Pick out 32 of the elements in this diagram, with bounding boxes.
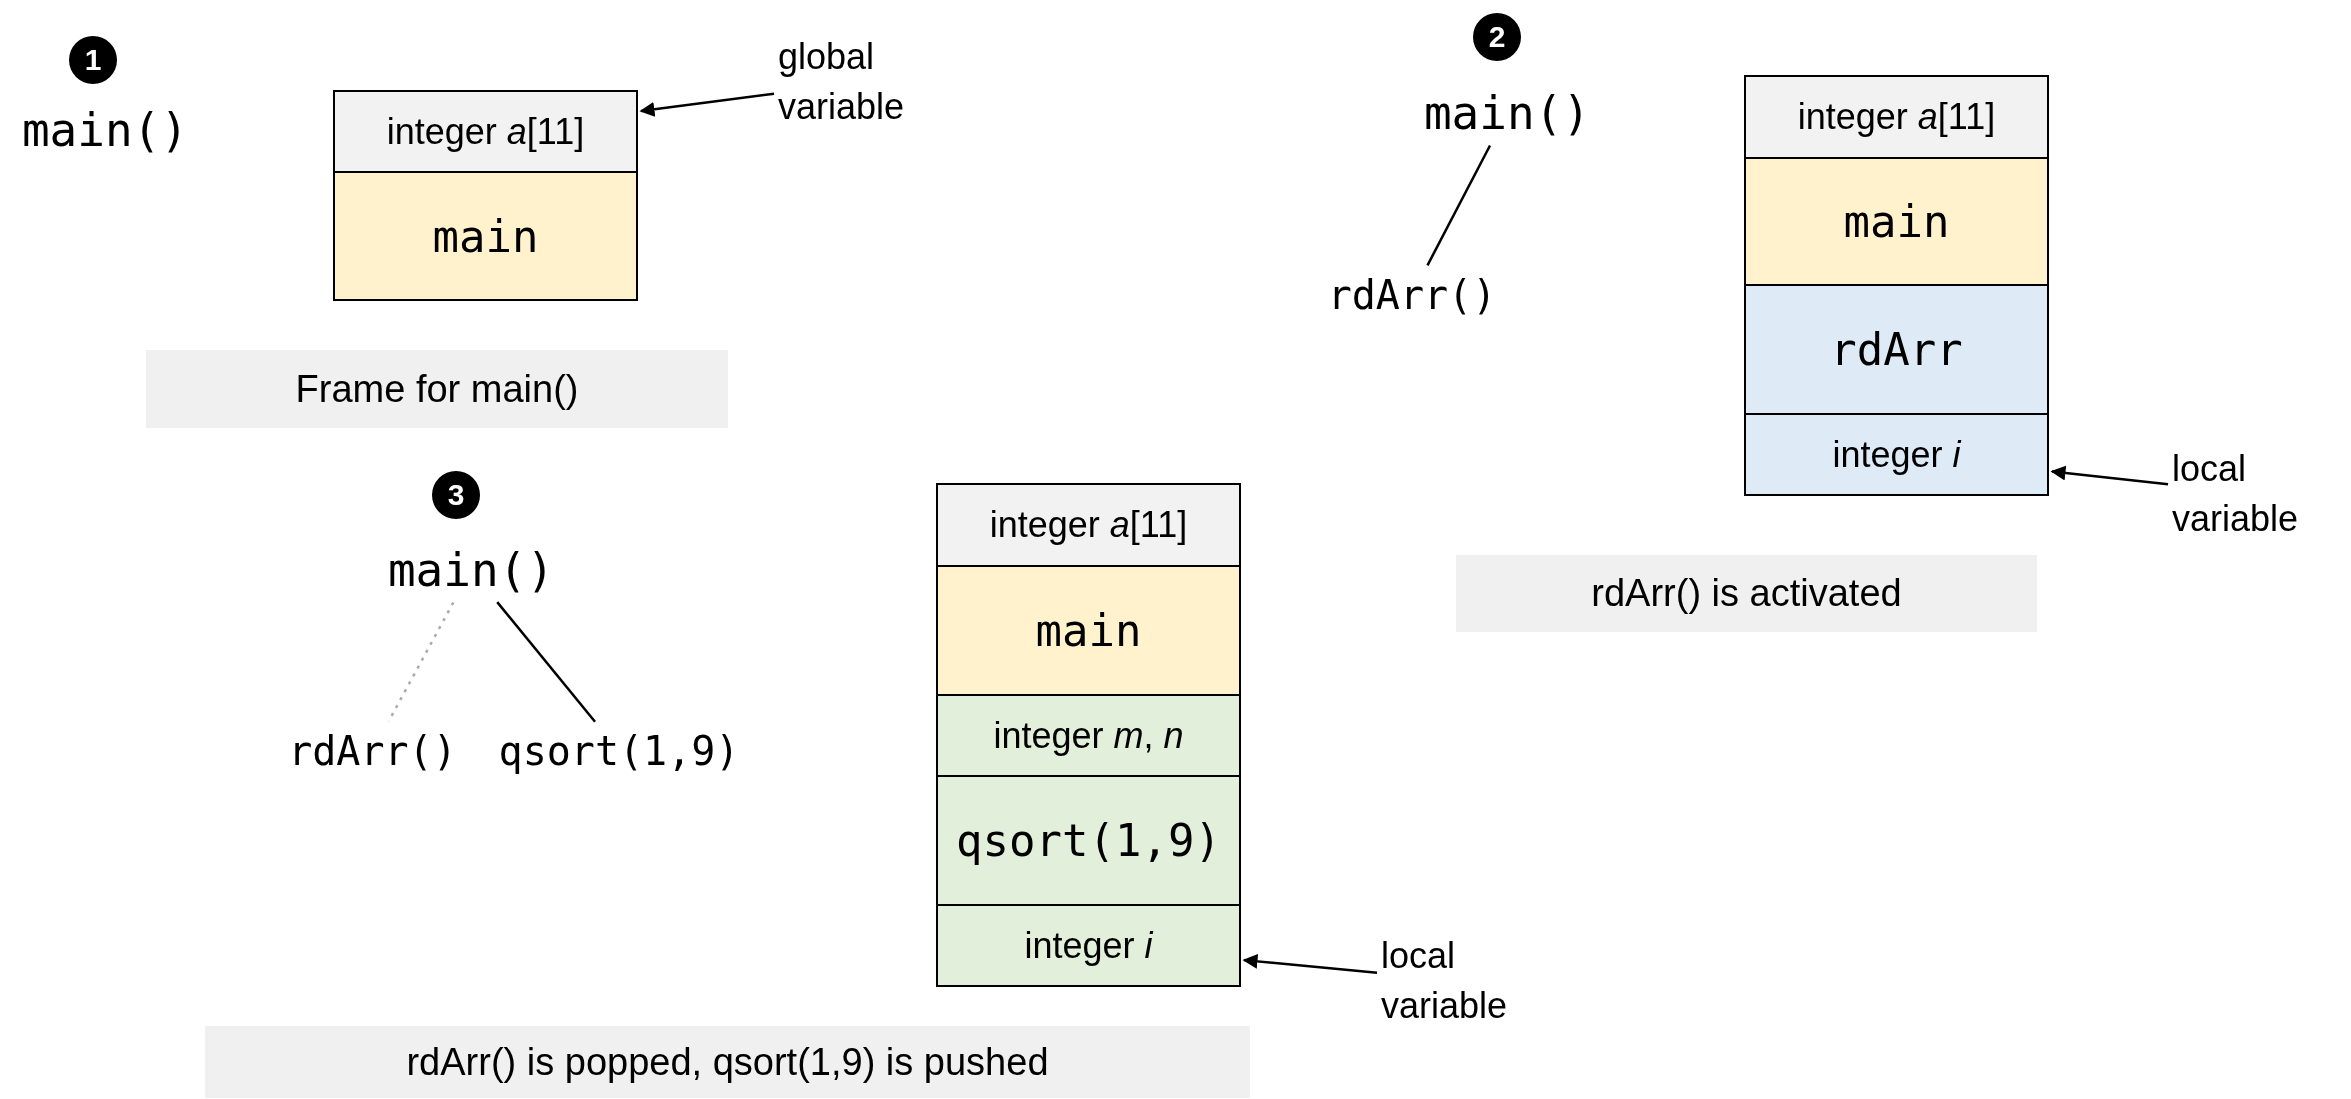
function-call-label: rdArr() [275,724,470,778]
stack-frame: main [936,565,1241,696]
stack-frame: integer i [936,904,1241,987]
function-call-label: qsort(1,9) [484,724,754,778]
stack-frame: main [1744,157,2049,286]
function-call-label: main() [376,541,566,599]
caption-band: Frame for main() [146,350,728,428]
step-number: 3 [432,471,480,519]
annotation-text: local variable [1381,927,1551,1035]
annotation-text: global variable [778,28,948,136]
connector-line [387,601,455,722]
annotation-text: local variable [2172,440,2342,548]
stack-frame: integer m, n [936,694,1241,777]
connector-line [1426,144,1492,266]
function-call-label: main() [10,100,200,160]
function-call-label: rdArr() [1312,268,1512,322]
stack-frame: integer a[11] [936,483,1241,567]
arrow [639,92,775,117]
stack-frame: qsort(1,9) [936,775,1241,906]
stack-frame: integer a[11] [1744,75,2049,159]
caption-band: rdArr() is popped, qsort(1,9) is pushed [205,1026,1250,1098]
stack-frame: integer i [1744,413,2049,496]
stack-frame: main [333,171,638,301]
stack-frame: integer a[11] [333,90,638,173]
stack-frame: rdArr [1744,284,2049,415]
connector-line [496,601,596,723]
arrow [2050,465,2169,486]
function-call-label: main() [1412,84,1602,142]
step-number: 2 [1473,13,1521,61]
arrow [1242,953,1378,974]
step-number: 1 [69,36,117,84]
caption-band: rdArr() is activated [1456,555,2037,632]
